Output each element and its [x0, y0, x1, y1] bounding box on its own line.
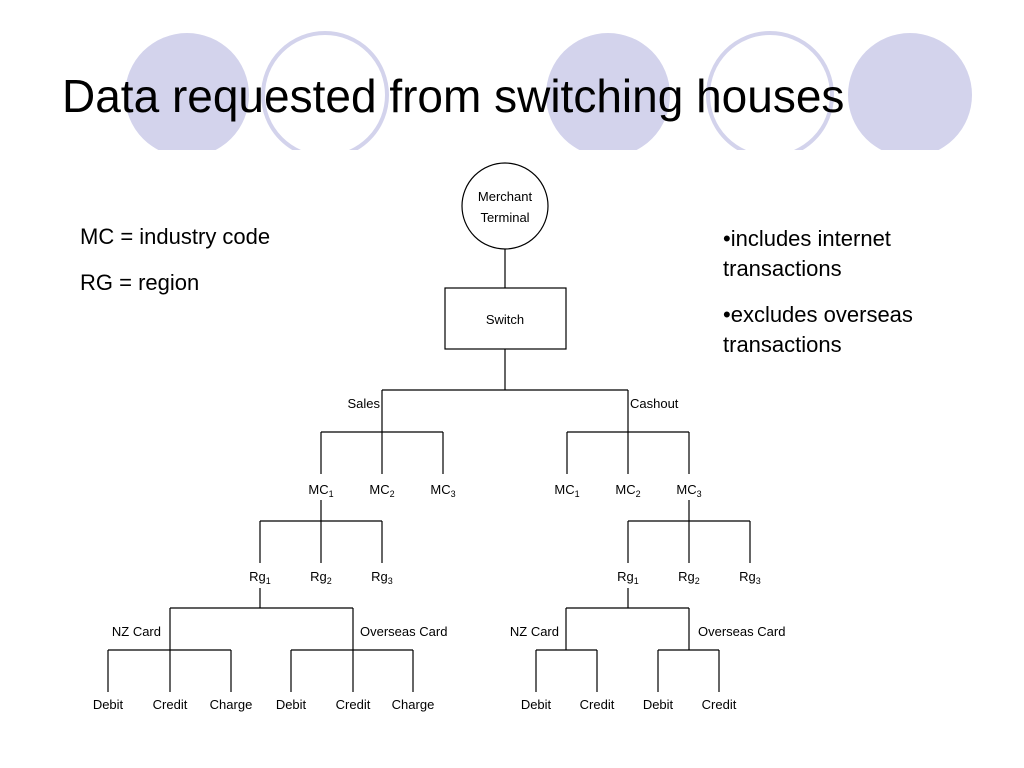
cashout-mc-label: MC3 — [676, 482, 701, 499]
cashout-rg-label: Rg3 — [739, 569, 761, 586]
switch-node — [444, 287, 567, 350]
notes: •includes internet transactions •exclude… — [723, 224, 983, 376]
decorative-circle — [125, 33, 249, 150]
sales-nz-product-label: Charge — [210, 697, 253, 712]
cashout-rg-label: Rg1 — [617, 569, 639, 586]
decorative-circles — [125, 31, 972, 150]
sales-overseas-product-label: Charge — [392, 697, 435, 712]
legend-industry-code: MC = industry code — [80, 224, 271, 249]
decorative-circle — [848, 33, 972, 150]
cashout-nz-product-label: Credit — [580, 697, 615, 712]
merchant-terminal-label-1: Merchant — [478, 189, 533, 204]
cashout-nz-product-label: Debit — [521, 697, 552, 712]
sales-rg-label: Rg1 — [249, 569, 271, 586]
tree-connectors — [107, 249, 751, 692]
sales-overseas-product-label: Credit — [336, 697, 371, 712]
cashout-overseas-product-label: Debit — [643, 697, 674, 712]
switch-label: Switch — [486, 312, 524, 327]
merchant-terminal-label-2: Terminal — [480, 210, 529, 225]
sales-mc-label: MC3 — [430, 482, 455, 499]
branch-cashout: Cashout — [630, 396, 679, 411]
cashout-overseas-card-label: Overseas Card — [698, 624, 785, 639]
cashout-mc-label: MC1 — [554, 482, 579, 499]
sales-rg-label: Rg3 — [371, 569, 393, 586]
cashout-overseas-product-label: Credit — [702, 697, 737, 712]
branch-sales: Sales — [347, 396, 380, 411]
sales-nz-product-label: Debit — [93, 697, 124, 712]
sales-rg-label: Rg2 — [310, 569, 332, 586]
sales-nz-card-label: NZ Card — [112, 624, 161, 639]
sales-mc-label: MC1 — [308, 482, 333, 499]
sales-mc-label: MC2 — [369, 482, 394, 499]
decorative-circle — [261, 31, 389, 150]
sales-nz-product-label: Credit — [153, 697, 188, 712]
sales-overseas-card-label: Overseas Card — [360, 624, 447, 639]
slide-title: Data requested from switching houses — [62, 70, 845, 122]
note-overseas: •excludes overseas transactions — [723, 302, 913, 357]
sales-overseas-product-label: Debit — [276, 697, 307, 712]
merchant-terminal-node — [461, 162, 549, 250]
cashout-rg-label: Rg2 — [678, 569, 700, 586]
cashout-mc-label: MC2 — [615, 482, 640, 499]
decorative-circle — [546, 33, 670, 150]
decorative-circle — [706, 31, 834, 150]
note-internet: •includes internet transactions — [723, 226, 891, 281]
legend-region: RG = region — [80, 270, 200, 295]
cashout-nz-card-label: NZ Card — [510, 624, 559, 639]
